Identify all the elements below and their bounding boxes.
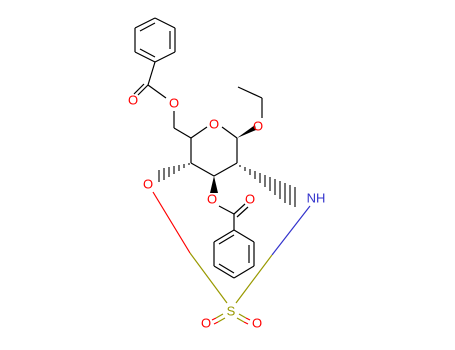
top-carbonyl-oxygen: O [128, 93, 138, 108]
middle-benzene-ring [213, 229, 255, 279]
sulfur-atom: S [227, 304, 236, 319]
ethoxy-oxygen: O [253, 119, 263, 134]
ethyl-chain-bonds [237, 86, 263, 118]
sulfonyl-oxygen-right: O [252, 316, 262, 331]
sulfonyl-oxygen-left: O [201, 316, 211, 331]
n-to-sulfur-bond [235, 205, 311, 304]
c3-wedge-bond [210, 176, 218, 193]
c4-hashed-bond [158, 163, 190, 182]
o-to-sulfur-bond [152, 191, 228, 304]
top-carbonyl-bonds [133, 61, 167, 99]
top-benzene-ring [134, 17, 176, 63]
sulfamidate-oxygen: O [143, 177, 153, 192]
pyranose-ring [190, 126, 238, 177]
sulfonyl-double-bonds [211, 313, 251, 325]
c2-hashed-bond [239, 165, 296, 207]
middle-carbonyl-bonds [218, 203, 249, 230]
top-ester-oxygen: O [169, 96, 179, 111]
middle-ester-oxygen: O [207, 192, 217, 207]
nh-group: NH [307, 191, 326, 206]
middle-carbonyl-oxygen: O [245, 192, 255, 207]
c1-wedge-bond [237, 125, 256, 138]
ring-oxygen: O [209, 117, 219, 132]
c6-methylene-bonds [173, 111, 192, 139]
